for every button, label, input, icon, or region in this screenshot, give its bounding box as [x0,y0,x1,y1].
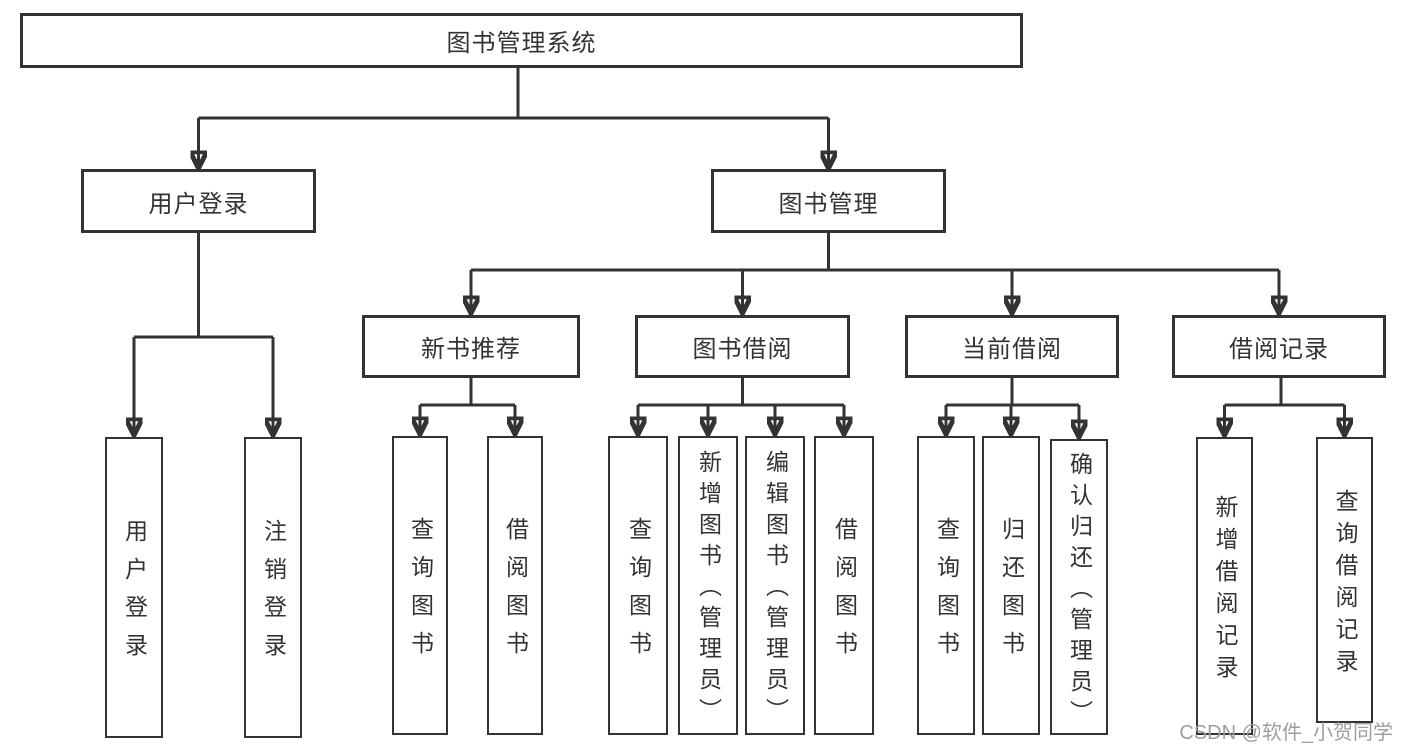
leaf-current-return-books: 归还图书 [982,436,1040,735]
leaf-borrow-query-books-label: 查询图书 [625,517,652,669]
node-borrow-records-label: 借阅记录 [1229,336,1329,363]
leaf-user-login-label: 用户登录 [121,519,148,671]
node-current-borrow: 当前借阅 [905,315,1119,378]
connector-bookborrow-to-leaves [638,378,844,431]
leaf-current-confirm-return-admin-label: 确认归还（管理员） [1066,451,1093,731]
connector-currentborrow-to-leaves [946,378,1079,434]
node-book-mgmt-label: 图书管理 [778,190,879,218]
leaf-logout: 注销登录 [244,437,302,738]
leaf-newbooks-query-books-label: 查询图书 [407,517,434,669]
node-root: 图书管理系统 [20,13,1023,68]
leaf-borrow-edit-books-admin-label: 编辑图书（管理员） [762,450,789,729]
node-new-book-recommend: 新书推荐 [362,315,580,378]
connector-newbooks-to-leaves [420,378,515,431]
leaf-records-add-record-label: 新增借阅记录 [1212,494,1238,687]
leaf-current-confirm-return-admin: 确认归还（管理员） [1050,439,1108,735]
leaf-borrow-edit-books-admin: 编辑图书（管理员） [745,436,805,735]
leaf-current-query-books: 查询图书 [917,436,975,735]
connector-root-to-level2 [199,68,829,165]
node-book-mgmt: 图书管理 [711,169,946,233]
leaf-borrow-borrow-books-label: 借阅图书 [831,517,858,669]
leaf-borrow-query-books: 查询图书 [608,436,668,735]
node-user-login: 用户登录 [81,169,316,233]
leaf-user-login: 用户登录 [105,437,163,738]
node-borrow-records: 借阅记录 [1172,315,1386,378]
connector-records-to-leaves [1225,378,1345,432]
leaf-newbooks-query-books: 查询图书 [392,436,448,735]
node-book-borrow: 图书借阅 [635,315,850,378]
leaf-borrow-add-books-admin-label: 新增图书（管理员） [695,450,722,729]
node-current-borrow-label: 当前借阅 [962,336,1062,363]
leaf-current-query-books-label: 查询图书 [933,517,960,669]
node-book-borrow-label: 图书借阅 [692,336,793,363]
node-new-book-recommend-label: 新书推荐 [421,336,521,363]
leaf-records-query-record-label: 查询借阅记录 [1332,488,1358,681]
node-user-login-label: 用户登录 [148,190,249,218]
leaf-records-add-record: 新增借阅记录 [1196,437,1253,735]
connector-bookmgmt-to-level3 [471,233,1279,310]
watermark: CSDN @软件_小贺同学 [1179,722,1393,744]
leaf-borrow-add-books-admin: 新增图书（管理员） [678,436,738,735]
leaf-borrow-borrow-books: 借阅图书 [814,436,874,735]
connector-userlogin-to-leaves [134,233,273,432]
leaf-newbooks-borrow-books: 借阅图书 [487,436,543,735]
leaf-newbooks-borrow-books-label: 借阅图书 [502,517,529,669]
node-root-label: 图书管理系统 [446,30,597,57]
leaf-logout-label: 注销登录 [260,519,287,671]
leaf-current-return-books-label: 归还图书 [998,517,1025,669]
leaf-records-query-record: 查询借阅记录 [1316,437,1373,723]
